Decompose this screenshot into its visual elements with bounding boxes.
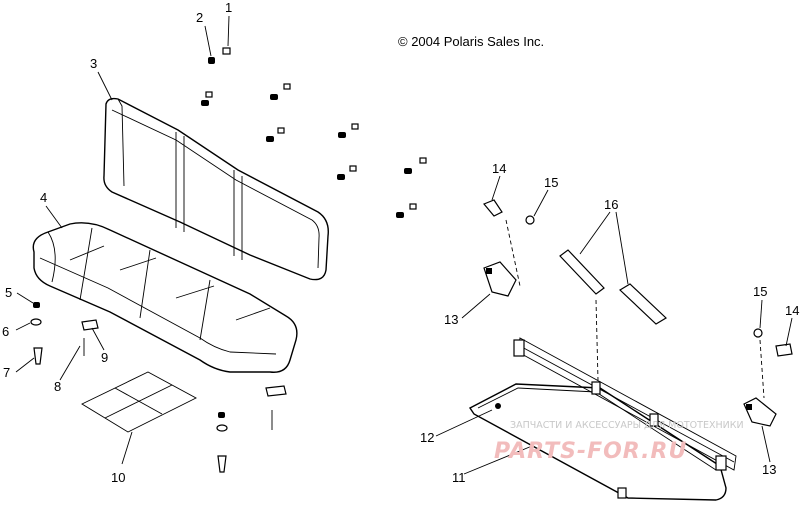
nut-icon: [201, 91, 213, 106]
seat-cushion: [32, 222, 298, 373]
callout-5: 5: [5, 285, 12, 300]
callout-4: 4: [40, 190, 47, 205]
copyright-text: © 2004 Polaris Sales Inc.: [398, 34, 544, 49]
assembly-lines: [505, 219, 765, 399]
seat-mat: [81, 371, 197, 433]
callout-15-right: 15: [753, 284, 767, 299]
callout-14-top: 14: [492, 161, 506, 176]
callout-8: 8: [54, 379, 61, 394]
callout-2: 2: [196, 10, 203, 25]
watermark-site: PARTS-FOR.RU: [494, 439, 687, 464]
seat-belt-hardware: [483, 199, 793, 427]
seat-base-frame: [468, 337, 737, 501]
callout-16: 16: [604, 197, 618, 212]
watermark: ЗАПЧАСТИ И АКСЕССУАРЫ ДЛЯ МОТОТЕХНИКИ PA…: [494, 420, 744, 464]
callout-15-top: 15: [544, 175, 558, 190]
callout-6: 6: [2, 324, 9, 339]
leader-lines: [15, 15, 793, 475]
callout-11: 11: [452, 470, 466, 485]
callout-13-left: 13: [444, 312, 458, 327]
callout-3: 3: [90, 56, 97, 71]
watermark-tagline: ЗАПЧАСТИ И АКСЕССУАРЫ ДЛЯ МОТОТЕХНИКИ: [510, 420, 744, 431]
callout-9: 9: [101, 350, 108, 365]
callout-labels: 1 2 3 4 5 6 7 8 9 10 11 12 13 14 15 16 1…: [2, 0, 799, 485]
callout-1: 1: [225, 0, 232, 15]
hardware-fasteners: [30, 47, 427, 473]
callout-13-right: 13: [762, 462, 776, 477]
callout-7: 7: [3, 365, 10, 380]
seat-back: [103, 97, 329, 281]
callout-10: 10: [111, 470, 125, 485]
callout-12: 12: [420, 430, 434, 445]
callout-14-right: 14: [785, 303, 799, 318]
